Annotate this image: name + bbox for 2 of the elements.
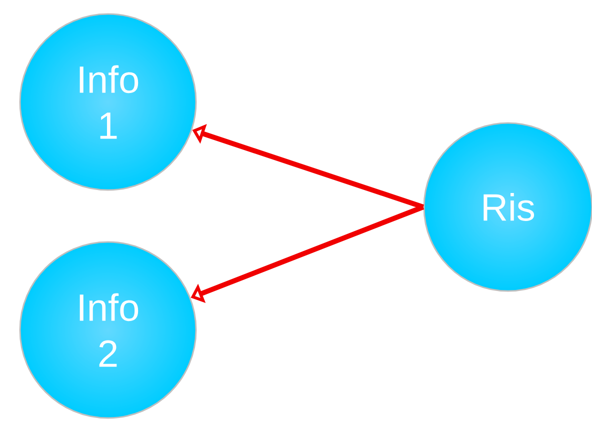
circle-node: Info 1 [19,13,197,191]
circle-node: Info 2 [19,241,197,419]
